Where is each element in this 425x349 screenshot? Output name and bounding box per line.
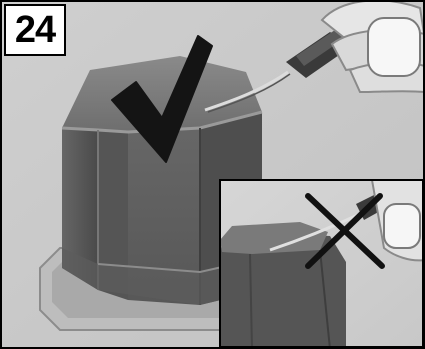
step-number-badge: 24 — [4, 4, 66, 56]
fingernail — [368, 18, 420, 76]
inset-panel — [220, 173, 425, 349]
